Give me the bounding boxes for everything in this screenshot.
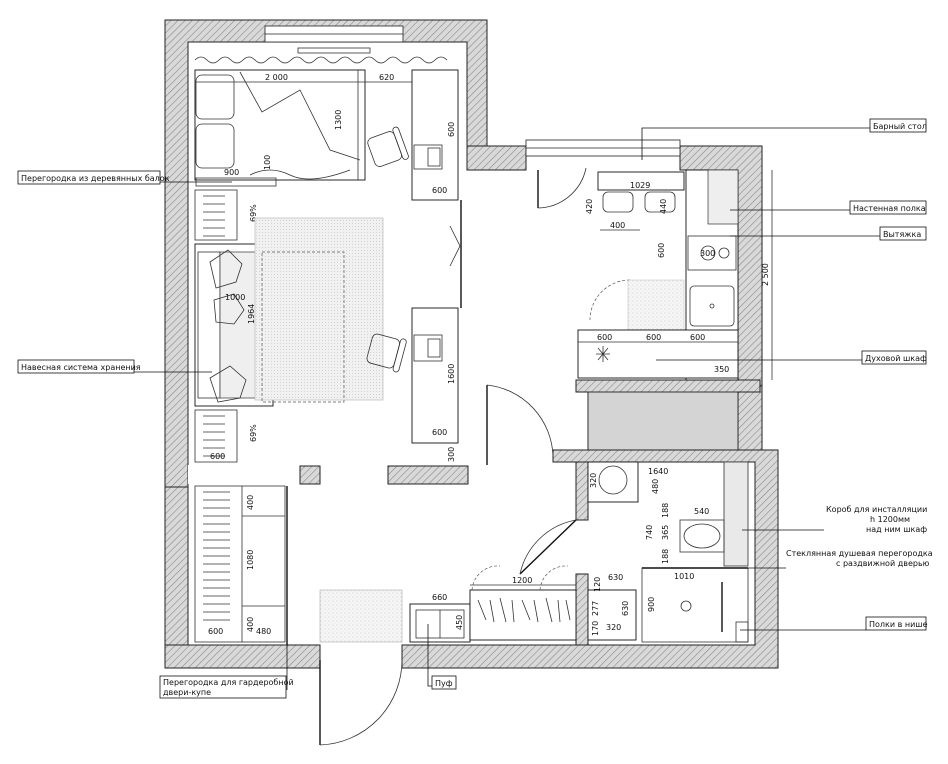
dim-desk-width-top: 600 <box>432 186 447 195</box>
callout-niche-shelves: Полки в нише <box>740 616 928 631</box>
dim-hall-170: 170 <box>591 621 600 636</box>
kitchen-area: 1029 420 400 440 300 600 600 600 600 600… <box>537 167 773 381</box>
dim-bar-420: 420 <box>585 199 594 214</box>
dim-bath-320: 320 <box>589 473 598 488</box>
dim-shower-1010: 1010 <box>674 572 694 581</box>
callout-oven-cabinet: Духовой шкаф <box>656 350 927 365</box>
svg-text:h 1200мм: h 1200мм <box>870 515 910 524</box>
callout-hood: Вытяжка <box>730 226 927 241</box>
svg-text:Пуф: Пуф <box>435 679 453 688</box>
svg-text:Навесная система хранения: Навесная система хранения <box>21 363 141 372</box>
callout-storage-system: Навесная система хранения <box>17 359 212 374</box>
svg-text:с раздвижной дверью: с раздвижной дверью <box>836 559 930 568</box>
svg-text:Перегородка из деревянных бало: Перегородка из деревянных балок <box>21 174 170 183</box>
wardrobe-area: 400 1080 400 600 480 <box>194 485 288 645</box>
dim-pct-bottom: 69% <box>249 424 258 442</box>
svg-text:Настенная полка: Настенная полка <box>853 204 926 213</box>
dim-counter-600-c: 600 <box>690 333 705 342</box>
dim-bar-1029: 1029 <box>630 181 650 190</box>
dim-hall-660: 660 <box>432 593 447 602</box>
dim-desk-depth-top: 600 <box>447 122 456 137</box>
dim-hall-450: 450 <box>455 615 464 630</box>
dim-desk-gap: 620 <box>379 73 394 82</box>
dim-kitchen-600-v: 600 <box>657 243 666 258</box>
dim-wc-540: 540 <box>694 507 709 516</box>
dim-hall-630a: 630 <box>608 573 623 582</box>
dim-bed-length: 1300 <box>334 110 343 130</box>
dim-hall-1200: 1200 <box>512 576 532 585</box>
dim-storage-600: 600 <box>210 452 225 461</box>
dim-wardrobe-1080: 1080 <box>246 550 255 570</box>
hallway-area: 660 450 1200 630 120 277 630 320 170 <box>319 519 637 746</box>
dim-counter-350: 350 <box>714 365 729 374</box>
svg-text:Барный стол: Барный стол <box>873 122 927 131</box>
dim-wc-188b: 188 <box>661 549 670 564</box>
svg-text:Полки в нише: Полки в нише <box>869 620 928 629</box>
svg-text:Перегородка для гардеробной: Перегородка для гардеробной <box>163 678 294 687</box>
svg-text:Духовой шкаф: Духовой шкаф <box>865 354 927 363</box>
dim-hob-300: 300 <box>700 249 715 258</box>
dim-desk2-300: 300 <box>447 447 456 462</box>
dim-counter-600-b: 600 <box>646 333 661 342</box>
dim-wc-365: 365 <box>661 525 670 540</box>
dim-bed-width: 2 000 <box>265 73 288 82</box>
dim-sofa-1000: 1000 <box>225 293 245 302</box>
callout-installation-box: Короб для инсталляции h 1200мм над ним ш… <box>742 505 927 534</box>
dim-pct-top: 69% <box>249 204 258 222</box>
dim-wardrobe-400-bottom: 400 <box>246 617 255 632</box>
dim-wc-188a: 188 <box>661 503 670 518</box>
dim-hall-630b: 630 <box>621 601 630 616</box>
dim-beam-900: 900 <box>224 168 239 177</box>
dim-shower-900: 900 <box>647 597 656 612</box>
shelf-unit-lower <box>194 409 238 463</box>
svg-text:Стеклянная душевая перегородка: Стеклянная душевая перегородка <box>786 549 933 558</box>
svg-text:над ним шкаф: над ним шкаф <box>866 525 927 534</box>
dim-bar-400: 400 <box>610 221 625 230</box>
callout-pouf: Пуф <box>427 624 457 690</box>
bathroom-area: 1640 320 480 540 188 365 740 188 1010 90… <box>587 461 749 643</box>
callout-wall-shelf: Настенная полка <box>730 200 927 215</box>
shelf-unit-upper <box>194 189 238 241</box>
dim-wardrobe-600: 600 <box>208 627 223 636</box>
dim-hall-120: 120 <box>593 577 602 592</box>
dim-counter-600-a: 600 <box>597 333 612 342</box>
dim-bath-480: 480 <box>651 479 660 494</box>
svg-text:Короб для инсталляции: Короб для инсталляции <box>826 505 927 514</box>
callout-wooden-beams: Перегородка из деревянных балок <box>17 170 232 185</box>
dim-beam-100: 100 <box>263 155 272 170</box>
dim-wardrobe-400-top: 400 <box>246 495 255 510</box>
callout-shower-glass: Стеклянная душевая перегородка с раздвиж… <box>720 549 933 569</box>
dim-hall-320: 320 <box>606 623 621 632</box>
callout-wardrobe-partition: Перегородка для гардеробной двери-купе <box>159 620 294 699</box>
callout-bar-table: Барный стол <box>641 118 927 160</box>
dim-desk2-600: 600 <box>432 428 447 437</box>
dim-wardrobe-480: 480 <box>256 627 271 636</box>
dim-sofa-1964: 1964 <box>247 304 256 324</box>
dim-bath-1640: 1640 <box>648 467 668 476</box>
dim-desk2-1600: 1600 <box>447 364 456 384</box>
svg-text:Вытяжка: Вытяжка <box>883 230 921 239</box>
walls <box>164 19 779 669</box>
dim-hall-277: 277 <box>591 601 600 616</box>
dim-bar-440: 440 <box>659 199 668 214</box>
svg-text:двери-купе: двери-купе <box>163 688 211 697</box>
bedroom-area: 2 000 620 1300 600 600 900 100 69% <box>194 47 554 465</box>
dim-kitchen-2500: 2 500 <box>761 263 770 286</box>
dim-wc-740: 740 <box>645 525 654 540</box>
